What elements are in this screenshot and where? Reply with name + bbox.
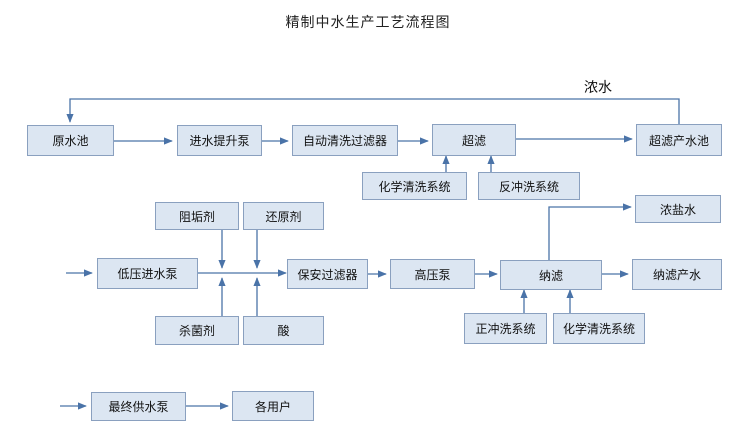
uf-backwash-node: 反冲洗系统 <box>478 172 580 200</box>
ultrafiltration-node: 超滤 <box>432 124 516 156</box>
brine-node: 浓盐水 <box>635 195 721 223</box>
scale-inhibitor-node: 阻垢剂 <box>155 202 239 230</box>
raw-water-tank-node: 原水池 <box>27 125 114 156</box>
uf-chemical-cleaning-node: 化学清洗系统 <box>362 172 467 200</box>
security-filter-node: 保安过滤器 <box>287 259 368 289</box>
arrow-nf-to-brine <box>548 203 632 260</box>
auto-filter-node: 自动清洗过滤器 <box>292 125 398 156</box>
concentrate-return-line <box>66 98 680 124</box>
bactericide-node: 杀菌剂 <box>155 316 239 345</box>
uf-product-tank-node: 超滤产水池 <box>636 124 722 156</box>
reducing-agent-node: 还原剂 <box>243 202 324 230</box>
diagram-title: 精制中水生产工艺流程图 <box>285 15 451 31</box>
forward-flush-node: 正冲洗系统 <box>464 313 547 344</box>
nf-product-node: 纳滤产水 <box>632 259 722 290</box>
feed-pump-node: 进水提升泵 <box>177 125 262 156</box>
nf-chemical-cleaning-node: 化学清洗系统 <box>553 313 645 344</box>
nanofiltration-node: 纳滤 <box>500 260 602 290</box>
concentrate-label: 浓水 <box>584 80 612 96</box>
users-node: 各用户 <box>232 391 314 421</box>
high-pressure-pump-node: 高压泵 <box>390 259 475 289</box>
final-supply-pump-node: 最终供水泵 <box>91 392 186 421</box>
low-pressure-pump-node: 低压进水泵 <box>97 258 198 289</box>
acid-node: 酸 <box>243 316 324 345</box>
